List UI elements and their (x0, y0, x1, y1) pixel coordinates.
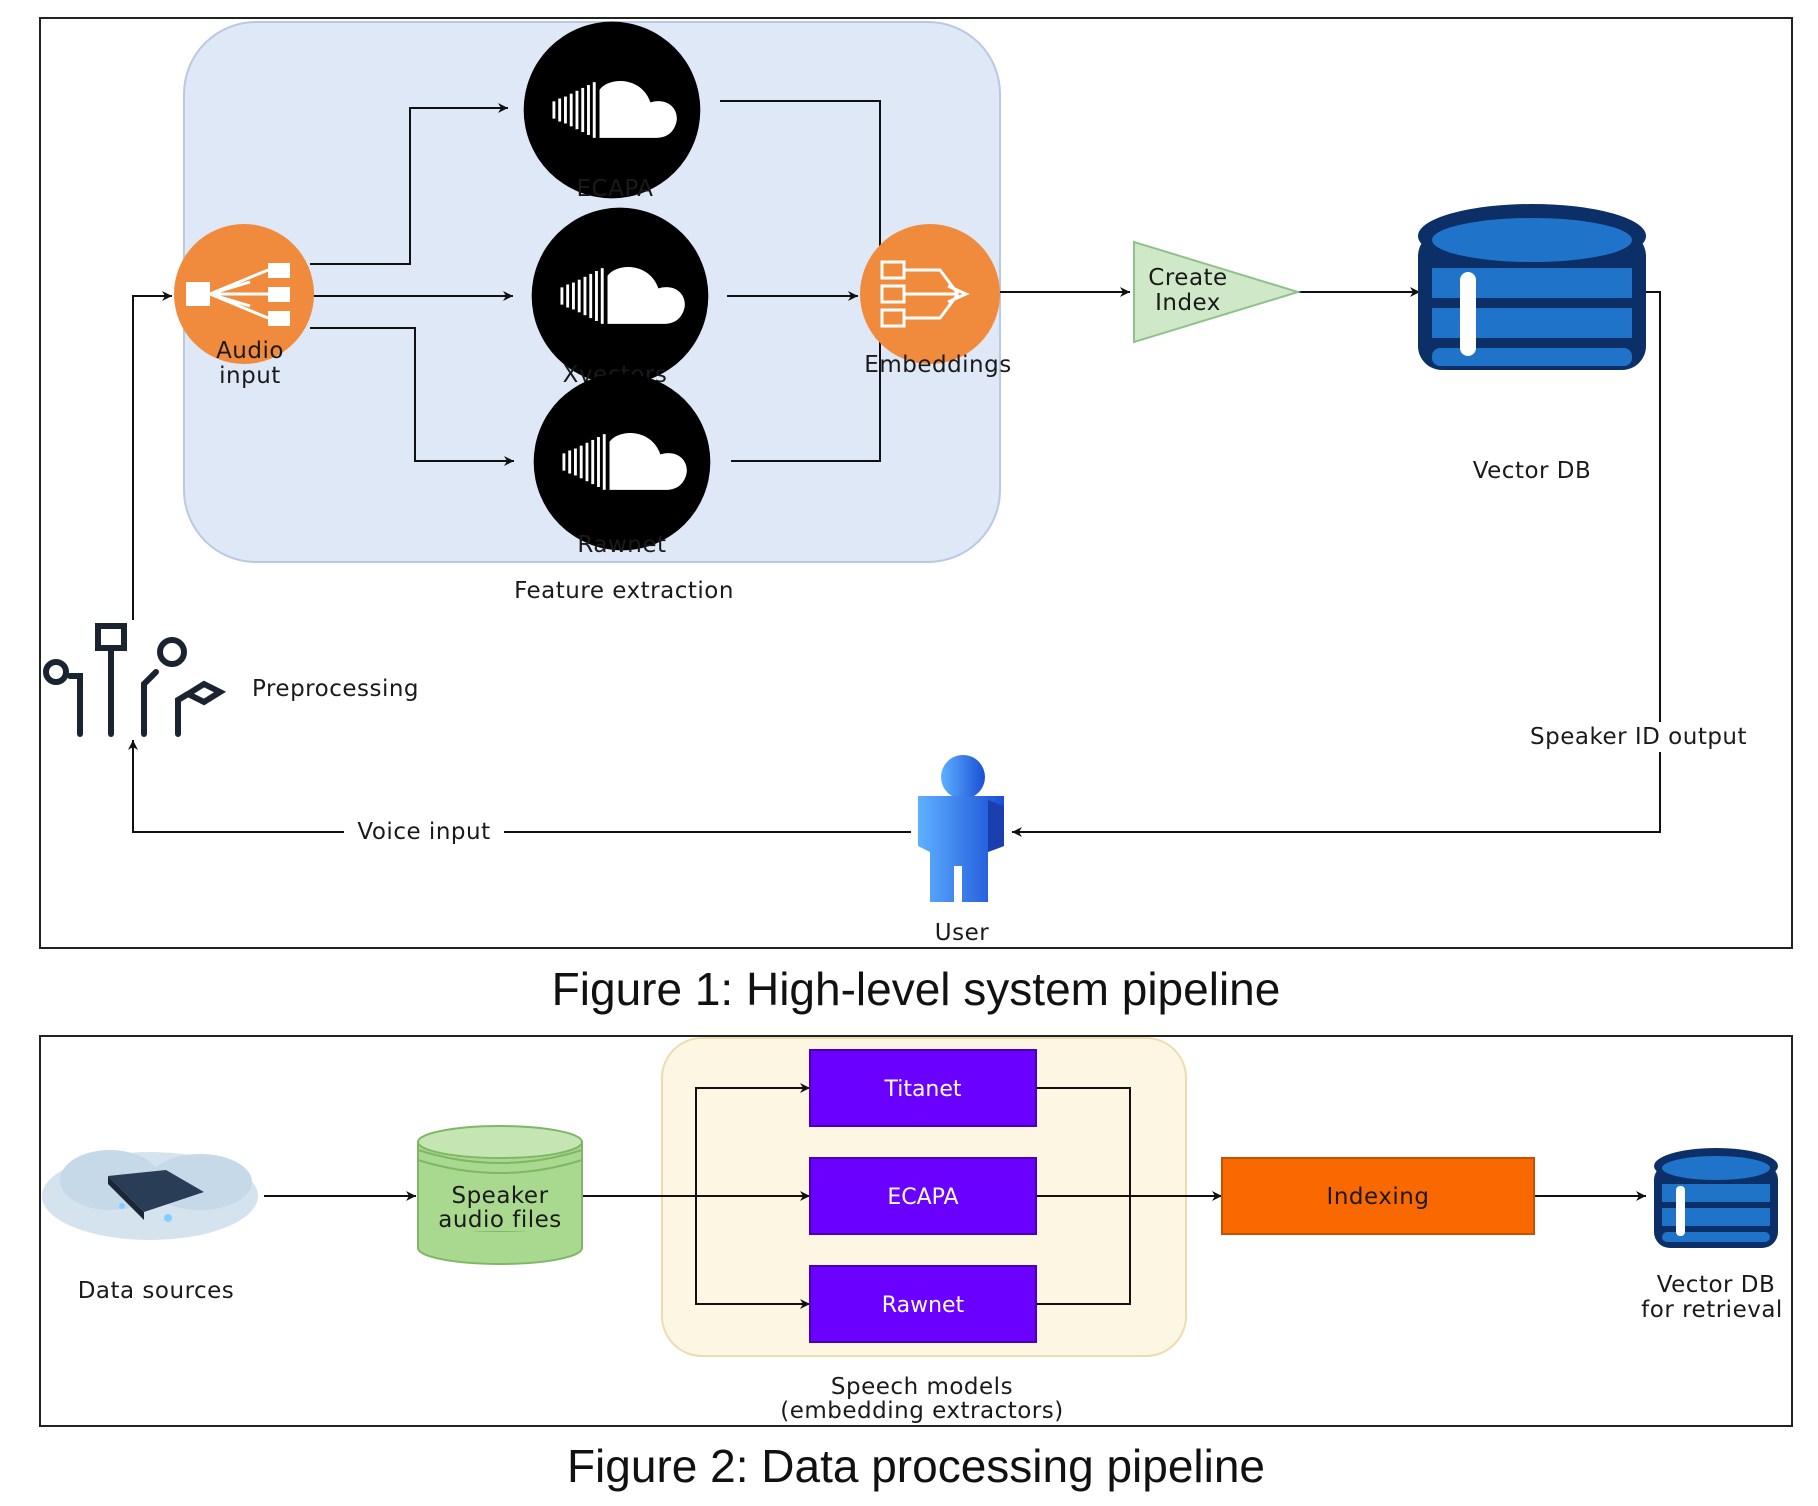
soundcloud-icon (533, 373, 711, 551)
create-index-label-2: Index (1155, 290, 1221, 316)
database-icon (1654, 1148, 1778, 1248)
router-icon (860, 224, 1000, 364)
model-box-titanet (809, 1049, 1037, 1127)
soundcloud-icon (523, 21, 701, 199)
indexing-label: Indexing (1327, 1184, 1430, 1210)
edge-user-preprocessing (128, 740, 911, 833)
cloud-chip-icon (42, 1150, 258, 1240)
vector-db-retrieval-label-1: Vector DB (1657, 1272, 1776, 1298)
edge-audio-rawnet (310, 327, 514, 466)
audio-input-label-2: input (219, 363, 281, 389)
splitter-icon (174, 224, 314, 364)
model-box-ecapa-label: ECAPA (887, 1185, 958, 1210)
model-label-rawnet: Rawnet (577, 532, 666, 558)
indexing-box (1221, 1157, 1535, 1235)
soundcloud-icon (531, 207, 709, 385)
circuit-icon (43, 623, 227, 737)
vector-db-retrieval-label-2: for retrieval (1641, 1297, 1783, 1323)
edge-ecapa-embeddings (720, 100, 885, 262)
edge-db-user (1012, 291, 1661, 837)
edge-rawnet-embeddings (731, 328, 885, 462)
create-index-label-1: Create (1148, 265, 1227, 291)
figure1-caption: Figure 1: High-level system pipeline (552, 963, 1281, 1015)
speech-models-label-1: Speech models (831, 1374, 1013, 1400)
model-box-ecapa (809, 1157, 1037, 1235)
database-icon (1418, 204, 1646, 370)
user-label: User (935, 920, 989, 946)
create-index-node (1133, 240, 1302, 344)
speaker-audio-node (417, 1125, 583, 1265)
vector-db-label: Vector DB (1473, 458, 1592, 484)
edge-audio-titanet (695, 1083, 810, 1196)
model-box-titanet-label: Titanet (883, 1077, 961, 1102)
feature-extraction-label: Feature extraction (514, 578, 734, 604)
edge-preprocessing-audio (132, 291, 172, 620)
user-icon (918, 755, 1004, 902)
speech-models-label-2: (embedding extractors) (780, 1398, 1063, 1424)
speaker-audio-label-1: Speaker (451, 1183, 548, 1209)
voice-input-label: Voice input (357, 819, 490, 845)
figure2-caption: Figure 2: Data processing pipeline (567, 1440, 1265, 1492)
preprocessing-label: Preprocessing (252, 676, 419, 702)
speaker-id-output-label: Speaker ID output (1530, 724, 1747, 750)
data-sources-label: Data sources (78, 1278, 235, 1304)
model-label-ecapa: ECAPA (577, 176, 654, 202)
embeddings-label: Embeddings (864, 352, 1011, 378)
edge-audio-rawnet (695, 1196, 810, 1309)
voice-input-label-bg (344, 818, 504, 846)
model-box-rawnet-label: Rawnet (882, 1293, 965, 1318)
speaker-id-label-bg (1528, 722, 1788, 752)
model-box-rawnet (809, 1265, 1037, 1343)
audio-input-label-1: Audio (216, 338, 284, 364)
edge-audio-ecapa (310, 103, 508, 265)
speaker-audio-label-2: audio files (438, 1207, 562, 1233)
